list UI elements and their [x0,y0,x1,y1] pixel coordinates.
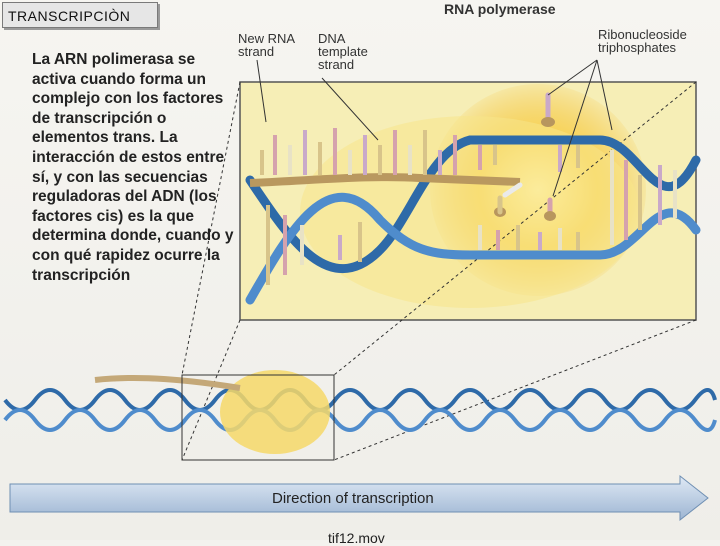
free-nucleotides [494,92,556,221]
label-new-rna-strand: New RNA strand [238,31,296,59]
footer-filename: tif12.mov [328,530,385,546]
direction-arrow [9,474,709,522]
body-paragraph: La ARN polimerasa se activa cuando forma… [32,51,234,284]
zoom-dna-helix [245,135,701,305]
slide-title: TRANSCRIPCIÒN [2,2,158,28]
zoom-area-box [181,374,335,461]
label-ribonucleoside-triphosphates: Ribonucleoside triphosphates [598,27,687,55]
small-rna-strand [94,375,241,391]
small-rna-polymerase [220,370,330,454]
label-rna-polymerase: RNA polymerase [444,1,556,17]
label-dna-template-strand: DNA template strand [318,31,368,72]
zoom-rna-strand [249,173,521,187]
zoom-base-pairs [260,128,677,285]
full-dna-helix [3,388,717,432]
direction-label: Direction of transcription [272,490,434,507]
